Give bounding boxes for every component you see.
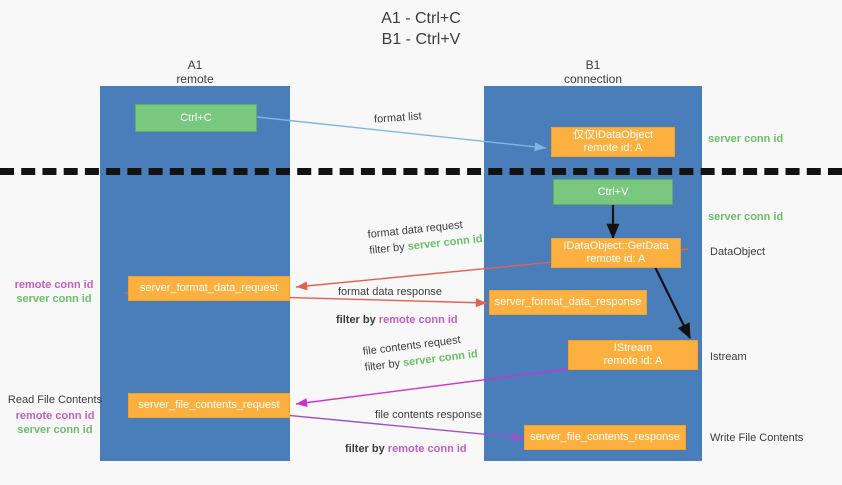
filter-by-text: filter by: [345, 443, 385, 455]
divider-line: [0, 168, 842, 175]
node-ctrl-c[interactable]: Ctrl+C: [135, 104, 257, 132]
filter-by-text: filter by: [336, 314, 376, 326]
node-idataobject-getdata[interactable]: IDataObject::GetData remote id: A: [551, 238, 681, 268]
diagram-title: A1 - Ctrl+C B1 - Ctrl+V: [381, 10, 461, 48]
column-header-b1: B1 connection: [563, 58, 623, 86]
remote-conn-id-label: remote conn id: [14, 279, 94, 291]
server-conn-id-label: server conn id: [16, 293, 92, 305]
node-server-format-data-response[interactable]: server_format_data_response: [489, 290, 647, 315]
remote-conn-id-label: remote conn id: [15, 410, 95, 422]
annotation-server-conn-id-mid: server conn id: [708, 211, 784, 223]
annotation-istream: Istream: [710, 351, 747, 363]
edge-label-file-contents-response-group: file contents response filter by remote …: [345, 408, 482, 455]
edge-label-format-data-response-filter: filter by remote conn id: [336, 313, 458, 327]
annotation-server-conn-id-top: server conn id: [708, 133, 784, 145]
annotation-read-file-contents: Read File Contents: [7, 394, 103, 406]
edge-label-file-contents-response-filter: filter by remote conn id: [345, 442, 467, 456]
annotation-conn-ids-left-upper: remote conn id server conn id: [10, 278, 98, 306]
filter-by-text: filter by: [368, 241, 406, 257]
node-server-format-data-request[interactable]: server_format_data_request: [128, 276, 290, 301]
edge-label-format-data-response: format data response: [338, 286, 442, 298]
annotation-write-file-contents: Write File Contents: [710, 432, 804, 444]
edge-getdata-to-istream: [654, 266, 691, 339]
node-istream[interactable]: IStream remote id: A: [568, 340, 698, 370]
node-server-file-contents-request[interactable]: server_file_contents_request: [128, 393, 290, 418]
column-header-a1: A1 remote: [176, 58, 214, 86]
annotation-read-file-contents-group: Read File Contents remote conn id server…: [6, 393, 104, 436]
server-conn-id-label: server conn id: [17, 424, 93, 436]
node-idataobject[interactable]: 仅仅IDataObject remote id: A: [551, 127, 675, 157]
edge-label-format-data-response-group: format data response filter by remote co…: [336, 285, 460, 326]
edge-format-list: [256, 116, 547, 152]
node-ctrl-v[interactable]: Ctrl+V: [553, 179, 673, 205]
annotation-dataobject: DataObject: [710, 246, 766, 258]
edge-label-file-contents-response: file contents response: [375, 409, 483, 421]
remote-conn-id-ref: remote conn id: [387, 443, 467, 455]
node-server-file-contents-response[interactable]: server_file_contents_response: [524, 425, 686, 450]
remote-conn-id-ref: remote conn id: [378, 314, 458, 326]
